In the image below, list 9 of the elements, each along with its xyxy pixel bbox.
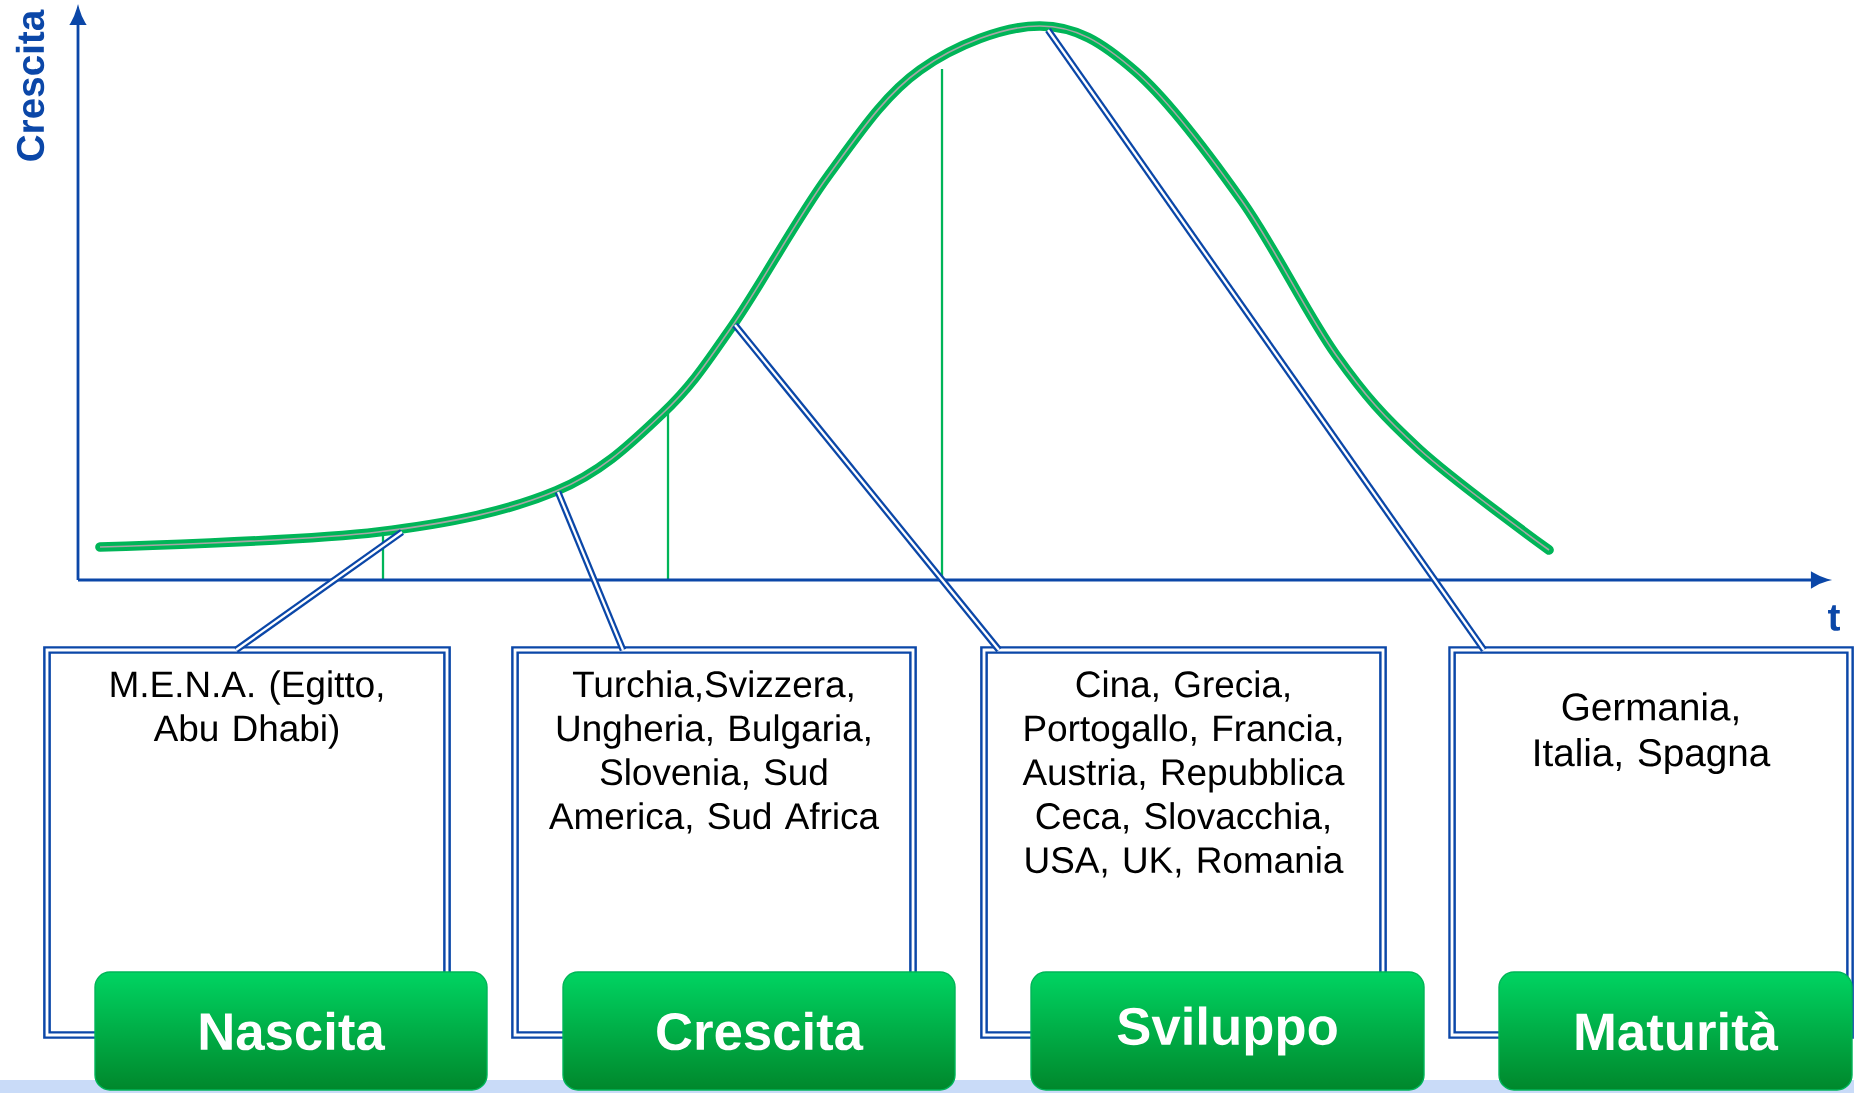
stage-tab: Nascita — [94, 971, 488, 1091]
stage-tab: Crescita — [562, 971, 956, 1091]
stage-tab: Sviluppo — [1030, 971, 1425, 1091]
leader-line — [554, 490, 627, 652]
leader-line — [1045, 28, 1487, 652]
stage-tab: Maturità — [1498, 971, 1853, 1091]
leader-line — [234, 529, 404, 653]
leader-line — [732, 322, 1002, 653]
axis-label: Crescita — [15, 9, 45, 161]
